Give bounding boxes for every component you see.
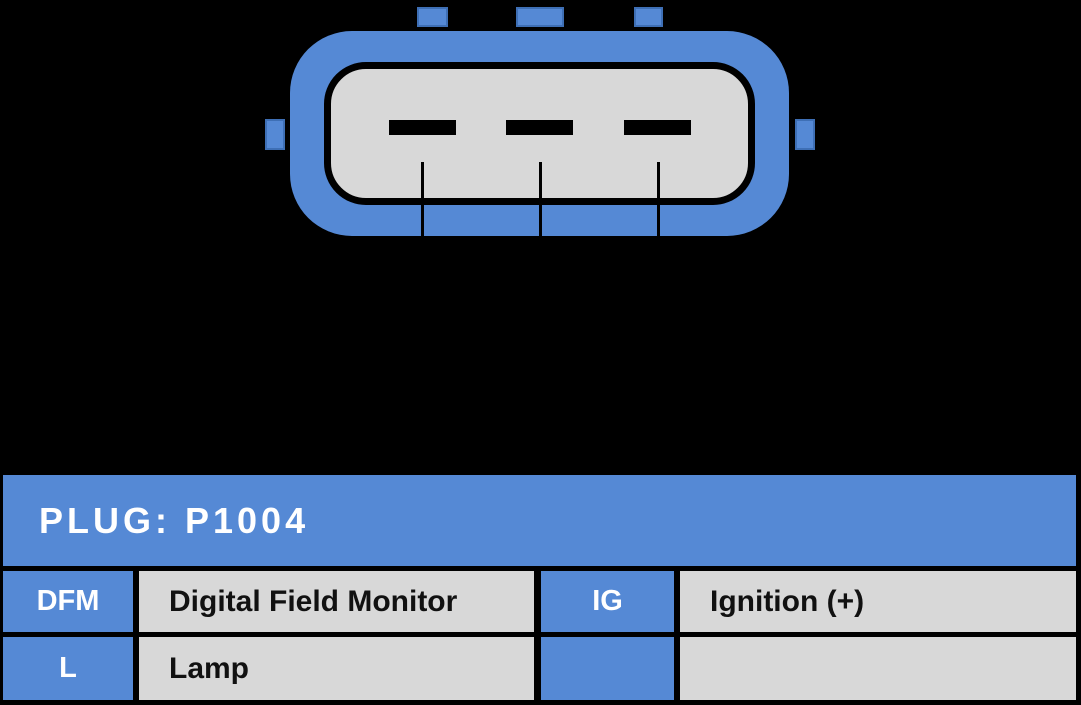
table-cell-desc-dfm: Digital Field Monitor: [139, 571, 534, 632]
desc-label: Digital Field Monitor: [169, 584, 458, 618]
connector-diagram: [265, 7, 815, 236]
connector-side-tab-left-icon: [265, 119, 285, 150]
table-cell-desc-l: Lamp: [139, 637, 534, 700]
connector-top-tab-left-icon: [417, 7, 448, 27]
table-cell-abbr-l: L: [3, 637, 133, 700]
pin-3-leader-line: [657, 162, 660, 236]
table-cell-desc-ig: Ignition (+): [680, 571, 1076, 632]
connector-pin-3-icon: [624, 120, 691, 135]
plug-title: PLUG: P1004: [39, 499, 310, 541]
table-cell-desc-empty: [680, 637, 1076, 700]
connector-top-tab-right-icon: [634, 7, 663, 27]
pin-2-leader-line: [539, 162, 542, 236]
desc-label: Lamp: [169, 651, 250, 685]
table-cell-abbr-dfm: DFM: [3, 571, 133, 632]
abbr-label: DFM: [36, 585, 100, 617]
connector-pin-2-icon: [506, 120, 573, 135]
table-header: PLUG: P1004: [3, 475, 1076, 566]
desc-label: Ignition (+): [710, 584, 865, 618]
abbr-label: IG: [592, 585, 623, 617]
connector-top-tab-center-icon: [516, 7, 564, 27]
connector-pin-1-icon: [389, 120, 456, 135]
abbr-label: L: [59, 652, 77, 684]
table-cell-abbr-ig: IG: [541, 571, 674, 632]
pin-1-leader-line: [421, 162, 424, 236]
table-cell-abbr-empty: [541, 637, 674, 700]
connector-side-tab-right-icon: [795, 119, 815, 150]
